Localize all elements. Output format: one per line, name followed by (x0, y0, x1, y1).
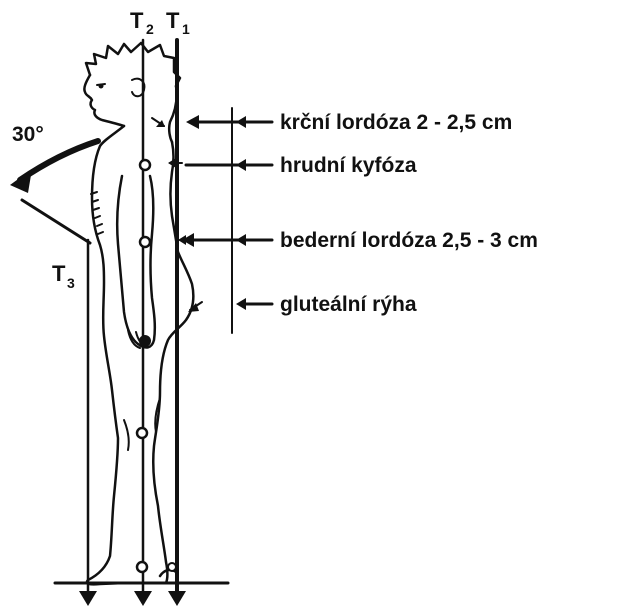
svg-text:3: 3 (67, 275, 75, 291)
arm (117, 176, 155, 347)
angle-arrow (10, 141, 98, 193)
label-arrows (182, 115, 272, 310)
plumb-label-t2: T 2 (130, 8, 154, 37)
svg-text:T: T (166, 8, 180, 33)
label-thoracic-kyphosis: hrudní kyfóza (280, 154, 417, 177)
shoulder-marker (140, 160, 150, 170)
knee-marker (137, 428, 147, 438)
inclination-line (22, 200, 90, 243)
plumb-line-t3 (79, 240, 97, 606)
hip-marker (140, 237, 150, 247)
svg-text:T: T (130, 8, 144, 33)
svg-text:T: T (52, 261, 66, 286)
label-lumbar-lordosis: bederní lordóza 2,5 - 3 cm (280, 229, 538, 252)
t1-ankle-marker (168, 563, 176, 571)
ankle-marker (137, 562, 147, 572)
back-contour (153, 142, 193, 583)
svg-text:1: 1 (182, 21, 190, 37)
plumb-label-t3: T 3 (52, 261, 75, 291)
face-profile (84, 75, 124, 126)
plumb-label-t1: T 1 (166, 8, 190, 37)
plumb-line-t2 (134, 40, 152, 606)
label-gluteal-fold: gluteální rýha (280, 293, 417, 316)
label-cervical-lordosis: krční lordóza 2 - 2,5 cm (280, 111, 512, 134)
angle-label: 30° (12, 123, 44, 146)
svg-text:2: 2 (146, 21, 154, 37)
